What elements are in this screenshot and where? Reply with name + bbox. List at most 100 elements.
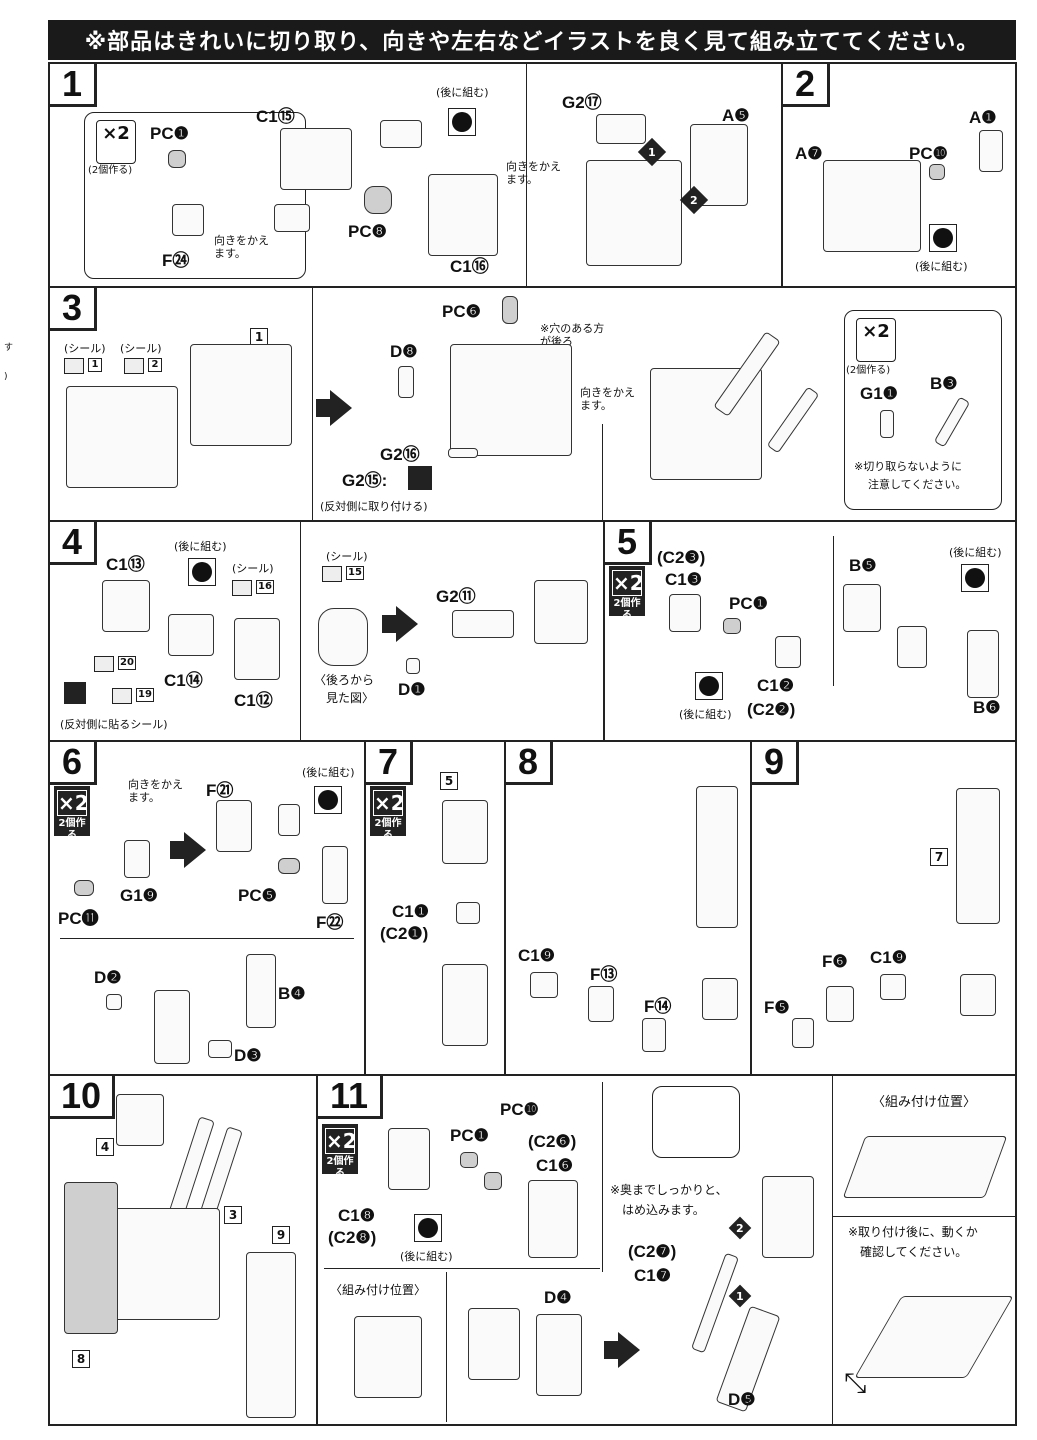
part-label: G1❶ [860, 384, 898, 403]
part-pc [460, 1152, 478, 1168]
part-head [116, 1094, 164, 1146]
later-marker-icon [414, 1214, 442, 1242]
part-f22 [322, 846, 348, 904]
part-label: C1❷ [757, 676, 794, 695]
part-label: (C2❼) [628, 1242, 677, 1261]
part-pc8 [364, 186, 392, 214]
part-b4 [246, 954, 276, 1028]
snap-note: ※奥までしっかりと、 [610, 1183, 728, 1197]
divider [312, 288, 313, 520]
part-d1 [406, 658, 420, 674]
part-c15 [280, 128, 352, 190]
part-label: A❼ [795, 144, 823, 163]
back-view-note: 〈後ろから [314, 673, 375, 687]
x2-badge: ×2 [96, 120, 136, 164]
part-c19 [880, 974, 906, 1000]
part-g2 [596, 114, 646, 144]
make-two-box [84, 112, 306, 279]
part-g1 [124, 840, 150, 878]
part-label: C1⑮ [256, 107, 295, 126]
part-f21 [216, 800, 252, 852]
part-label: C1⑬ [106, 555, 145, 574]
part-f14 [642, 1018, 666, 1052]
part-label: C1❸ [665, 570, 702, 589]
part-leg-lower [442, 964, 488, 1046]
later-note: (後に組む) [436, 86, 489, 99]
seal-number: 2 [148, 358, 162, 372]
instruction-banner: ※部品はきれいに切り取り、向きや左右などイラストを良く見て組み立ててください。 [48, 20, 1016, 60]
part-label: F㉒ [316, 913, 344, 932]
part-label: G2⑪ [436, 587, 476, 606]
seal-number: 1 [88, 358, 102, 372]
part-arm-joint [354, 1316, 422, 1398]
step-number: 11 [318, 1076, 383, 1119]
part-label: D❹ [544, 1288, 572, 1307]
seal-number: 15 [346, 566, 364, 580]
part-label: (C2❶) [380, 924, 429, 943]
part-label: B❹ [278, 984, 306, 1003]
part-label: (C2❸) [657, 548, 706, 567]
part-c13 [669, 594, 701, 632]
ref-step: 4 [96, 1138, 114, 1156]
part-g2 [452, 610, 514, 638]
later-note: (後に組む) [949, 546, 1002, 559]
step-number: 1 [50, 64, 97, 107]
part-c12 [775, 636, 801, 668]
part-label: PC⓫ [58, 909, 99, 928]
divider [446, 1272, 447, 1422]
part-arm [468, 1308, 520, 1380]
divider [60, 938, 354, 939]
part-b5 [843, 584, 881, 632]
step-9-panel: 9 7 F❻ C1❾ F❺ [750, 740, 1017, 1076]
step-number: 2 [783, 64, 830, 107]
part-label: PC❶ [450, 1126, 489, 1145]
part-b6 [967, 630, 999, 698]
part-label: D❶ [398, 680, 426, 699]
step-number: 10 [50, 1076, 115, 1119]
next-arrow-icon [382, 606, 418, 642]
step-number: 7 [366, 742, 413, 785]
step-arrow-label: 1 [648, 146, 656, 159]
part-joint [274, 204, 310, 232]
next-arrow-icon [316, 390, 352, 426]
seal-swatch [64, 358, 84, 374]
seal-swatch [232, 580, 252, 596]
mirror-icon [64, 682, 86, 704]
step-arrow-label: 2 [736, 1222, 744, 1235]
seal-label: (シール) [120, 342, 162, 355]
step-number: 3 [50, 288, 97, 331]
ref-step: 7 [930, 848, 948, 866]
part-peg [380, 120, 422, 148]
part-body [586, 160, 682, 266]
part-label: C1❻ [536, 1156, 573, 1175]
cut-note: ※切り取らないように [854, 460, 962, 473]
part-label: A❺ [722, 106, 750, 125]
move-arrow-icon: ⤡ [844, 1366, 867, 1399]
divider [602, 1082, 603, 1272]
turn-note: 向きをかえます。 [128, 778, 183, 804]
turn-note: 向きをかえます。 [214, 234, 269, 260]
seal-number: 20 [118, 656, 136, 670]
part-foot [702, 978, 738, 1020]
part-label: D❷ [94, 968, 122, 987]
later-marker-icon [314, 786, 342, 814]
left-edge: す ) [0, 0, 14, 1440]
part-c12 [234, 618, 280, 680]
step-arrow-label: 1 [736, 1290, 744, 1303]
edge-mark: ) [4, 372, 8, 382]
seal-swatch [94, 656, 114, 672]
part-label: PC❽ [348, 222, 387, 241]
step-number: 4 [50, 522, 97, 565]
seal-number: 16 [256, 580, 274, 594]
later-note: (後に組む) [302, 766, 355, 779]
part-c14 [168, 614, 214, 656]
part-label: (C2❻) [528, 1132, 577, 1151]
later-note: (後に組む) [400, 1250, 453, 1263]
part-label: PC❺ [238, 886, 277, 905]
part-c16 [528, 1180, 578, 1258]
